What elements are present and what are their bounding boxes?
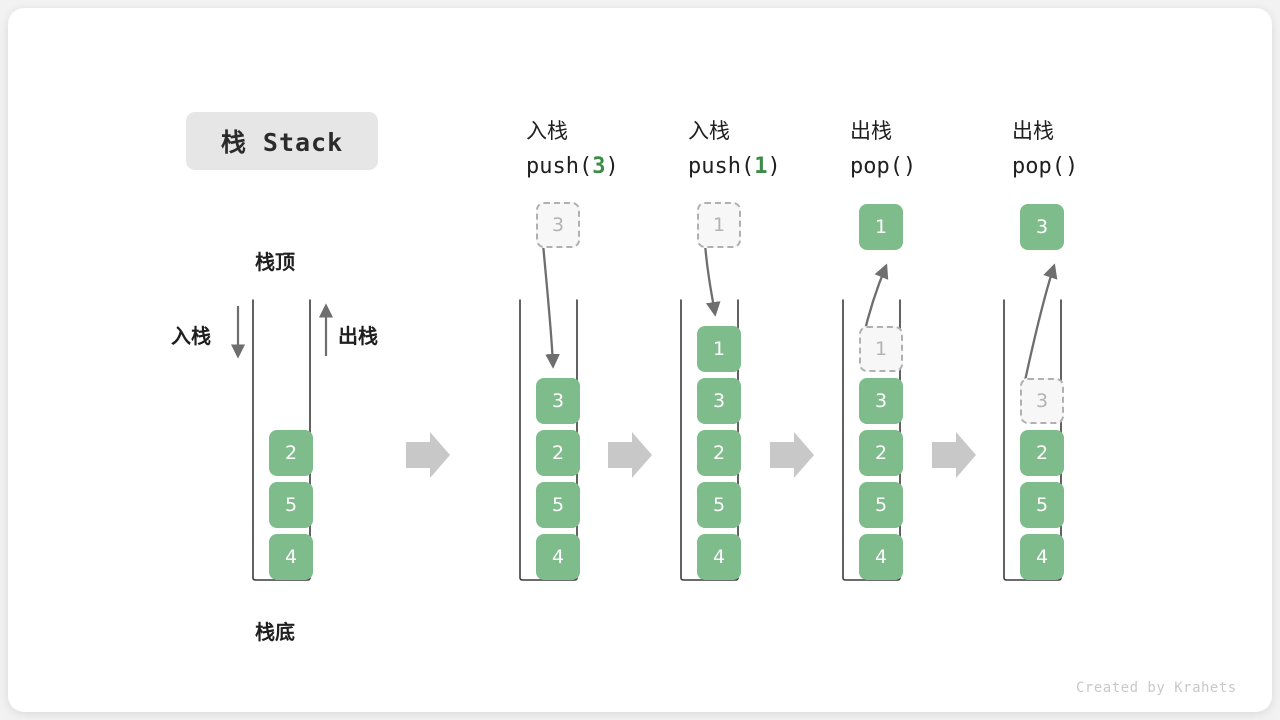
column-header-cn: 出栈 bbox=[1012, 119, 1054, 143]
stack-cell-initial-2: 4 bbox=[269, 534, 313, 580]
column-header-code: push(1) bbox=[688, 154, 781, 179]
column-header-cn: 入栈 bbox=[688, 119, 730, 143]
column-header-code: pop() bbox=[850, 154, 917, 179]
stack-cell-push-1-4: 4 bbox=[697, 534, 741, 580]
step-arrow-4 bbox=[932, 432, 976, 478]
stack-cell-initial-0: 2 bbox=[269, 430, 313, 476]
floating-cell-push-3: 3 bbox=[536, 202, 580, 248]
column-header-push-1: 入栈 push(1) bbox=[688, 112, 781, 184]
stack-cell-pop-1-2: 2 bbox=[859, 430, 903, 476]
step-arrow-1 bbox=[406, 432, 450, 478]
column-header-cn: 出栈 bbox=[850, 119, 892, 143]
stack-containers bbox=[252, 299, 1062, 581]
step-arrow-3 bbox=[770, 432, 814, 478]
diagram-card: 栈 Stack 栈顶 栈底 入栈 出栈 入栈 push(3) 入栈 push(1… bbox=[8, 8, 1272, 712]
title-badge: 栈 Stack bbox=[186, 112, 378, 170]
stack-cell-push-1-1: 3 bbox=[697, 378, 741, 424]
stack-cell-pop-2-0: 3 bbox=[1020, 378, 1064, 424]
pop-direction-label: 出栈 bbox=[338, 324, 378, 348]
step-arrows bbox=[406, 432, 976, 478]
stack-cell-push-3-2: 5 bbox=[536, 482, 580, 528]
footer-credit: Created by Krahets bbox=[1076, 680, 1237, 696]
flow-arrow-push-1 bbox=[703, 242, 721, 317]
stack-bottom-label: 栈底 bbox=[255, 620, 295, 644]
step-arrow-2 bbox=[608, 432, 652, 478]
stack-cell-push-3-1: 2 bbox=[536, 430, 580, 476]
stack-cells-layer: 2 5 4 3 2 5 4 3 1 3 2 5 4 1 1 3 2 5 4 1 3 2 5 4 3 bbox=[8, 8, 1272, 712]
stack-cell-pop-2-2: 5 bbox=[1020, 482, 1064, 528]
stack-cell-push-1-3: 5 bbox=[697, 482, 741, 528]
stack-cell-pop-1-3: 5 bbox=[859, 482, 903, 528]
stack-top-label: 栈顶 bbox=[255, 250, 295, 274]
floating-cell-pop-2: 3 bbox=[1020, 204, 1064, 250]
stack-cell-pop-1-0: 1 bbox=[859, 326, 903, 372]
stack-cell-pop-1-1: 3 bbox=[859, 378, 903, 424]
floating-cell-push-1: 1 bbox=[697, 202, 741, 248]
column-header-pop-1: 出栈 pop() bbox=[850, 112, 916, 184]
stack-cell-initial-1: 5 bbox=[269, 482, 313, 528]
floating-cell-pop-1: 1 bbox=[859, 204, 903, 250]
stack-cell-push-1-0: 1 bbox=[697, 326, 741, 372]
diagram-canvas bbox=[230, 242, 1062, 581]
stack-cell-pop-2-3: 4 bbox=[1020, 534, 1064, 580]
direction-arrows bbox=[230, 303, 334, 359]
stack-cell-push-1-2: 2 bbox=[697, 430, 741, 476]
push-direction-label: 入栈 bbox=[171, 324, 211, 348]
column-header-code: push(3) bbox=[526, 154, 619, 179]
title-badge-label: 栈 Stack bbox=[220, 128, 344, 157]
column-header-code: pop() bbox=[1012, 154, 1079, 179]
stack-cell-pop-1-4: 4 bbox=[859, 534, 903, 580]
column-header-cn: 入栈 bbox=[526, 119, 568, 143]
stack-cell-pop-2-1: 2 bbox=[1020, 430, 1064, 476]
flow-arrow-pop-2 bbox=[1021, 263, 1058, 392]
column-header-push-3: 入栈 push(3) bbox=[526, 112, 619, 184]
stack-cell-push-3-3: 4 bbox=[536, 534, 580, 580]
stack-cell-push-3-0: 3 bbox=[536, 378, 580, 424]
column-header-pop-2: 出栈 pop() bbox=[1012, 112, 1078, 184]
flow-arrow-push-3 bbox=[541, 242, 560, 369]
